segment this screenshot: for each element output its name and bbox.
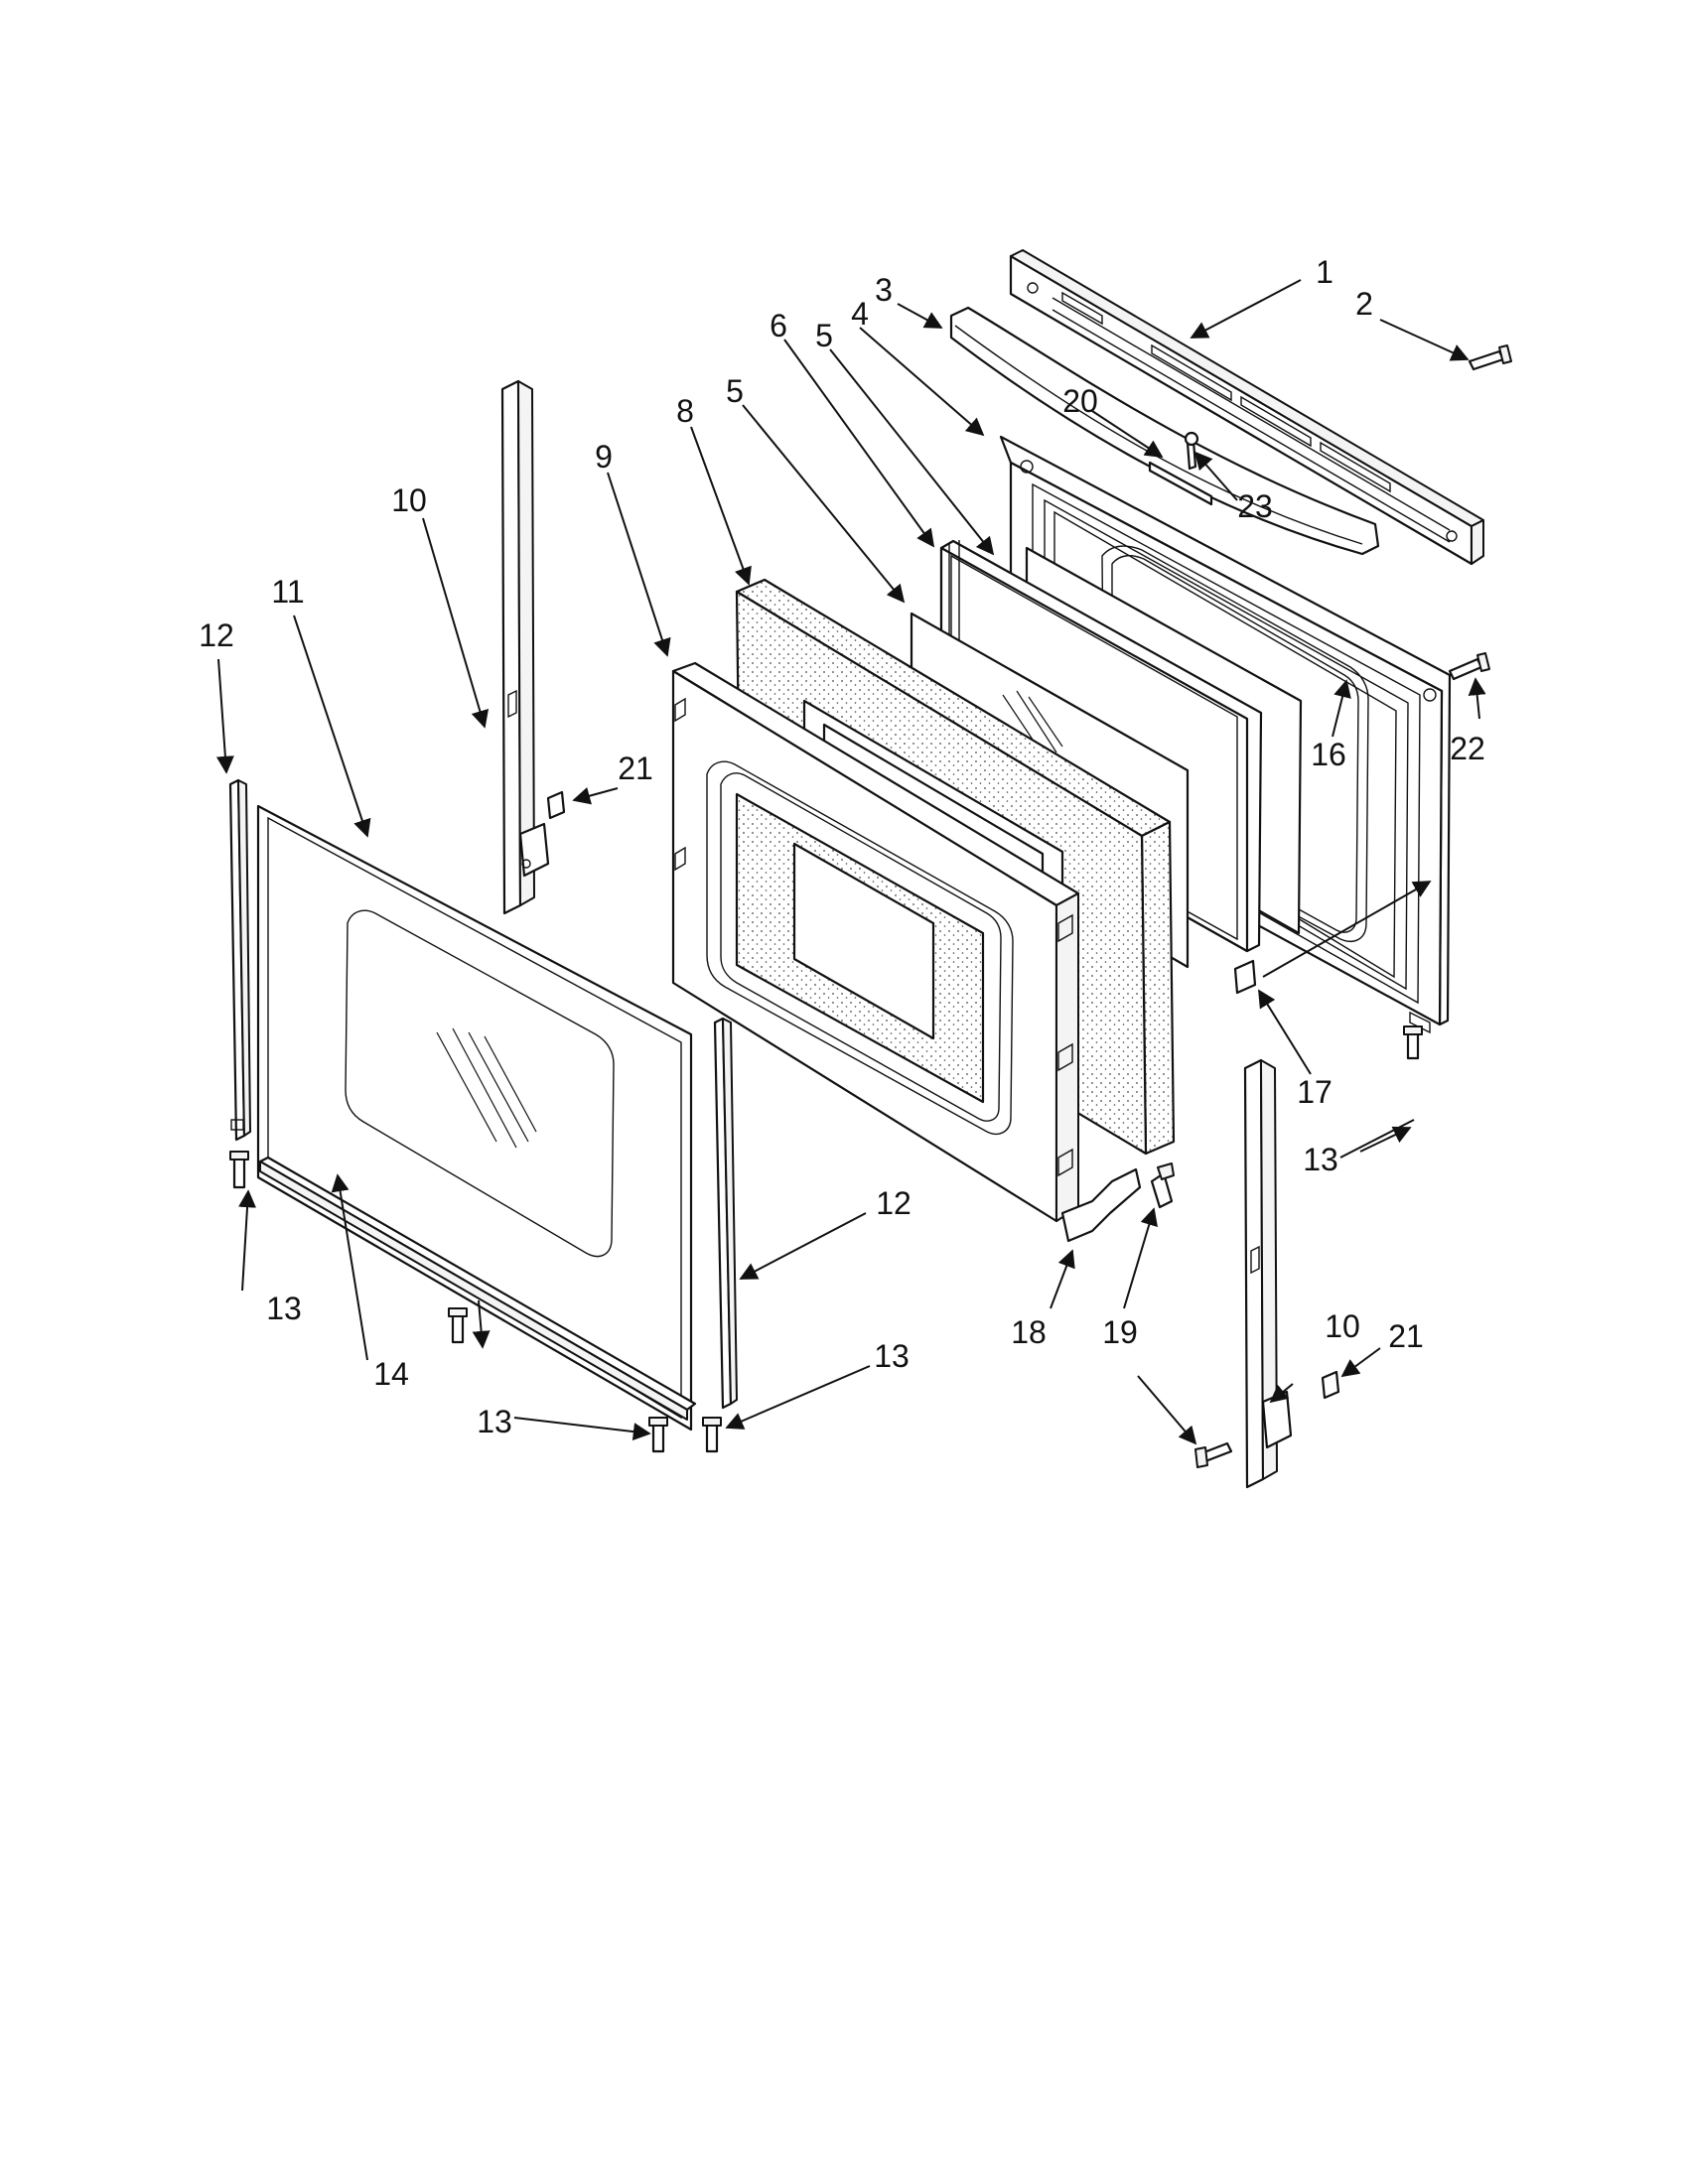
part-inner-door-frame <box>671 661 1080 1223</box>
part-bottom-trim <box>258 1156 697 1421</box>
callout-1: 1 <box>1316 254 1333 290</box>
callout-16: 16 <box>1311 737 1346 772</box>
callout-5-front: 5 <box>726 373 744 409</box>
callout-14: 14 <box>373 1356 409 1392</box>
callout-21-lower: 21 <box>1388 1318 1424 1354</box>
part-side-trim-right <box>713 1017 738 1410</box>
callout-23: 23 <box>1237 488 1273 524</box>
callout-12-right: 12 <box>876 1185 912 1221</box>
callout-9: 9 <box>595 439 613 475</box>
callout-20: 20 <box>1062 383 1098 419</box>
part-side-trim-left <box>228 778 251 1142</box>
callout-3: 3 <box>875 272 893 308</box>
leader-lines <box>215 279 1486 1445</box>
callout-13-bottom: 13 <box>874 1338 910 1374</box>
callout-17: 17 <box>1297 1074 1333 1110</box>
callout-12-left: 12 <box>199 617 234 653</box>
part-outer-door-panel <box>256 804 693 1432</box>
callout-21-upper: 21 <box>618 751 653 786</box>
part-hinge-left <box>500 379 550 915</box>
part-screws <box>229 344 1512 1468</box>
callout-18: 18 <box>1011 1314 1047 1350</box>
callout-13-left: 13 <box>266 1291 302 1326</box>
part-vent-trim <box>1009 249 1484 566</box>
callout-5-rear: 5 <box>815 318 833 353</box>
callout-11: 11 <box>271 574 304 610</box>
callout-13-center: 13 <box>477 1404 512 1439</box>
callout-19: 19 <box>1102 1314 1138 1350</box>
part-handle <box>949 306 1380 556</box>
part-clips <box>546 790 1340 1400</box>
callout-6: 6 <box>770 308 787 343</box>
callout-labels: 1 2 3 4 5 5 6 8 9 10 10 11 12 12 13 13 1… <box>199 254 1485 1439</box>
callout-13-right: 13 <box>1303 1142 1338 1177</box>
callout-8: 8 <box>676 393 694 429</box>
callout-22: 22 <box>1450 731 1485 766</box>
part-hinge-right <box>1243 1058 1293 1489</box>
callout-10-lower: 10 <box>1325 1308 1360 1344</box>
callout-4: 4 <box>851 296 869 332</box>
callout-10-upper: 10 <box>391 482 427 518</box>
callout-2: 2 <box>1355 286 1373 322</box>
